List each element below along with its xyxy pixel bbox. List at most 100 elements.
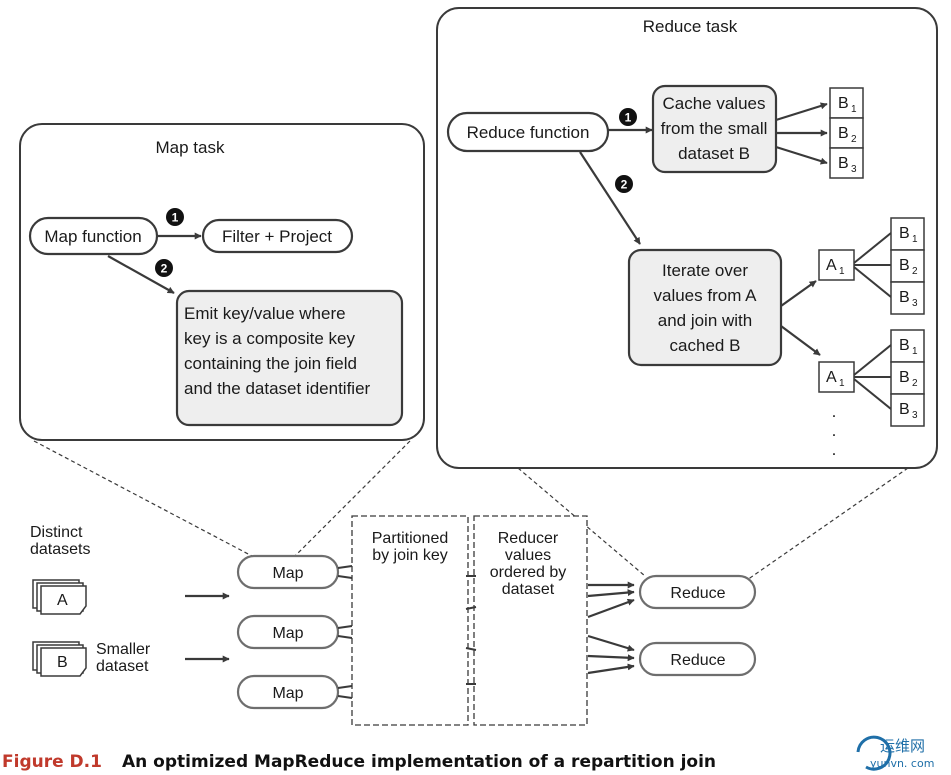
b-subscript: 2 xyxy=(912,378,918,389)
b-subscript: 1 xyxy=(912,234,918,245)
partitioned-box xyxy=(351,515,469,726)
b-letter: B xyxy=(899,401,910,418)
a-subscript: 1 xyxy=(839,266,845,277)
badge-circle xyxy=(615,175,633,193)
b-box xyxy=(890,217,925,251)
b-subscript: 1 xyxy=(851,104,857,115)
reducer-values-line: dataset xyxy=(502,581,555,598)
cache-line: from the small xyxy=(661,119,768,138)
partitioned-line: by join key xyxy=(372,547,448,564)
map-pill-2 xyxy=(236,614,340,650)
map-out-line xyxy=(337,695,353,699)
badge-circle xyxy=(619,108,637,126)
doc-front xyxy=(40,585,87,615)
reduce-pill-label: Reduce xyxy=(670,585,725,602)
b-subscript: 3 xyxy=(912,410,918,421)
ellipsis-dot: . xyxy=(832,440,837,459)
zoom-lines xyxy=(33,440,909,581)
reducer-in-arrow xyxy=(587,663,635,675)
ellipsis-dot: . xyxy=(832,421,837,440)
a-box xyxy=(818,249,855,281)
emit-line: and the dataset identifier xyxy=(184,379,371,398)
b-subscript: 3 xyxy=(912,298,918,309)
map-function-label: Map function xyxy=(44,227,141,246)
reduce-task-frame xyxy=(436,7,938,469)
a-letter: A xyxy=(826,257,837,274)
map-task-title: Map task xyxy=(156,138,225,157)
smaller-label: Smaller xyxy=(96,641,151,658)
reducer-in-arrow xyxy=(587,654,635,662)
badge-reduce-2: 2 xyxy=(615,175,633,193)
map-out-line xyxy=(337,625,353,629)
join-line xyxy=(853,232,892,264)
b-box xyxy=(890,393,925,427)
b-box xyxy=(890,329,925,363)
badge-number: 2 xyxy=(161,262,168,276)
emit-line: containing the join field xyxy=(184,354,357,373)
b-box xyxy=(890,281,925,315)
caption-label: Figure D.1 xyxy=(2,752,102,772)
watermark-cn: 运维网 xyxy=(880,737,925,755)
reduce-task-panel: Reduce task Reduce function 1 2 Cache va… xyxy=(436,7,938,469)
reducer-values-line: Reducer xyxy=(498,530,559,547)
dataset-b-stack: B xyxy=(32,641,87,677)
emit-line: Emit key/value where xyxy=(184,304,346,323)
reducer-in-arrow xyxy=(587,598,635,619)
b-box xyxy=(829,117,864,149)
reducer-values-line: ordered by xyxy=(490,564,567,581)
map-zoom-left xyxy=(33,440,253,557)
watermark-url: yunvn. com xyxy=(870,757,934,770)
b-box xyxy=(829,87,864,119)
partitioned-line: Partitioned xyxy=(372,530,449,547)
b-letter: B xyxy=(899,225,910,242)
map-out-line xyxy=(337,565,353,569)
iterate-line: and join with xyxy=(658,311,753,330)
map-pill-label: Map xyxy=(272,685,303,702)
a-box xyxy=(818,361,855,393)
filter-project-node xyxy=(201,218,354,254)
badge-number: 1 xyxy=(625,111,632,125)
a-subscript: 1 xyxy=(839,378,845,389)
shuffle-tick xyxy=(465,606,477,610)
iterate-line: cached B xyxy=(670,336,741,355)
map-pill-3 xyxy=(236,674,340,710)
badge-map-2: 2 xyxy=(155,259,173,277)
reduce-pill-2 xyxy=(638,641,757,677)
badge-circle xyxy=(155,259,173,277)
reduce-to-iterate-arrow xyxy=(579,151,641,245)
ellipsis-dot: . xyxy=(832,402,837,421)
reduce-function-label: Reduce function xyxy=(467,123,590,142)
b-letter: B xyxy=(838,95,849,112)
badge-number: 1 xyxy=(172,211,179,225)
smaller-label: dataset xyxy=(96,658,149,675)
cache-line: Cache values xyxy=(662,94,765,113)
join-group-1: A 1 B 1 B 2 B 3 xyxy=(818,217,925,315)
watermark-logo-icon xyxy=(856,735,892,771)
reducer-in-arrow xyxy=(587,634,635,652)
b-subscript: 1 xyxy=(912,346,918,357)
b-letter: B xyxy=(899,257,910,274)
reducer-values-box xyxy=(473,515,588,726)
reduce-task-title: Reduce task xyxy=(643,17,738,36)
dataset-a-stack: A xyxy=(32,579,87,615)
emit-node xyxy=(175,289,404,427)
map-out-line xyxy=(337,635,353,639)
distinct-label: Distinct xyxy=(30,524,83,541)
a-letter: A xyxy=(826,369,837,386)
iterate-to-a1-top-arrow xyxy=(780,280,817,307)
b-box xyxy=(829,147,864,179)
join-line xyxy=(853,378,892,410)
reduce-function-node xyxy=(446,111,610,153)
map-out-line xyxy=(337,685,353,689)
map-task-panel: Map task Map function Filter + Project 1… xyxy=(19,123,425,441)
b-subscript: 2 xyxy=(851,134,857,145)
watermark: 运维网 yunvn. com xyxy=(856,735,934,771)
b-letter: B xyxy=(899,289,910,306)
emit-line: key is a composite key xyxy=(184,329,356,348)
b-subscript: 2 xyxy=(912,266,918,277)
dataset-b-letter: B xyxy=(57,654,68,671)
map-zoom-right xyxy=(294,440,411,557)
reduce-pill-1 xyxy=(638,574,757,610)
reduce-pill-label: Reduce xyxy=(670,652,725,669)
